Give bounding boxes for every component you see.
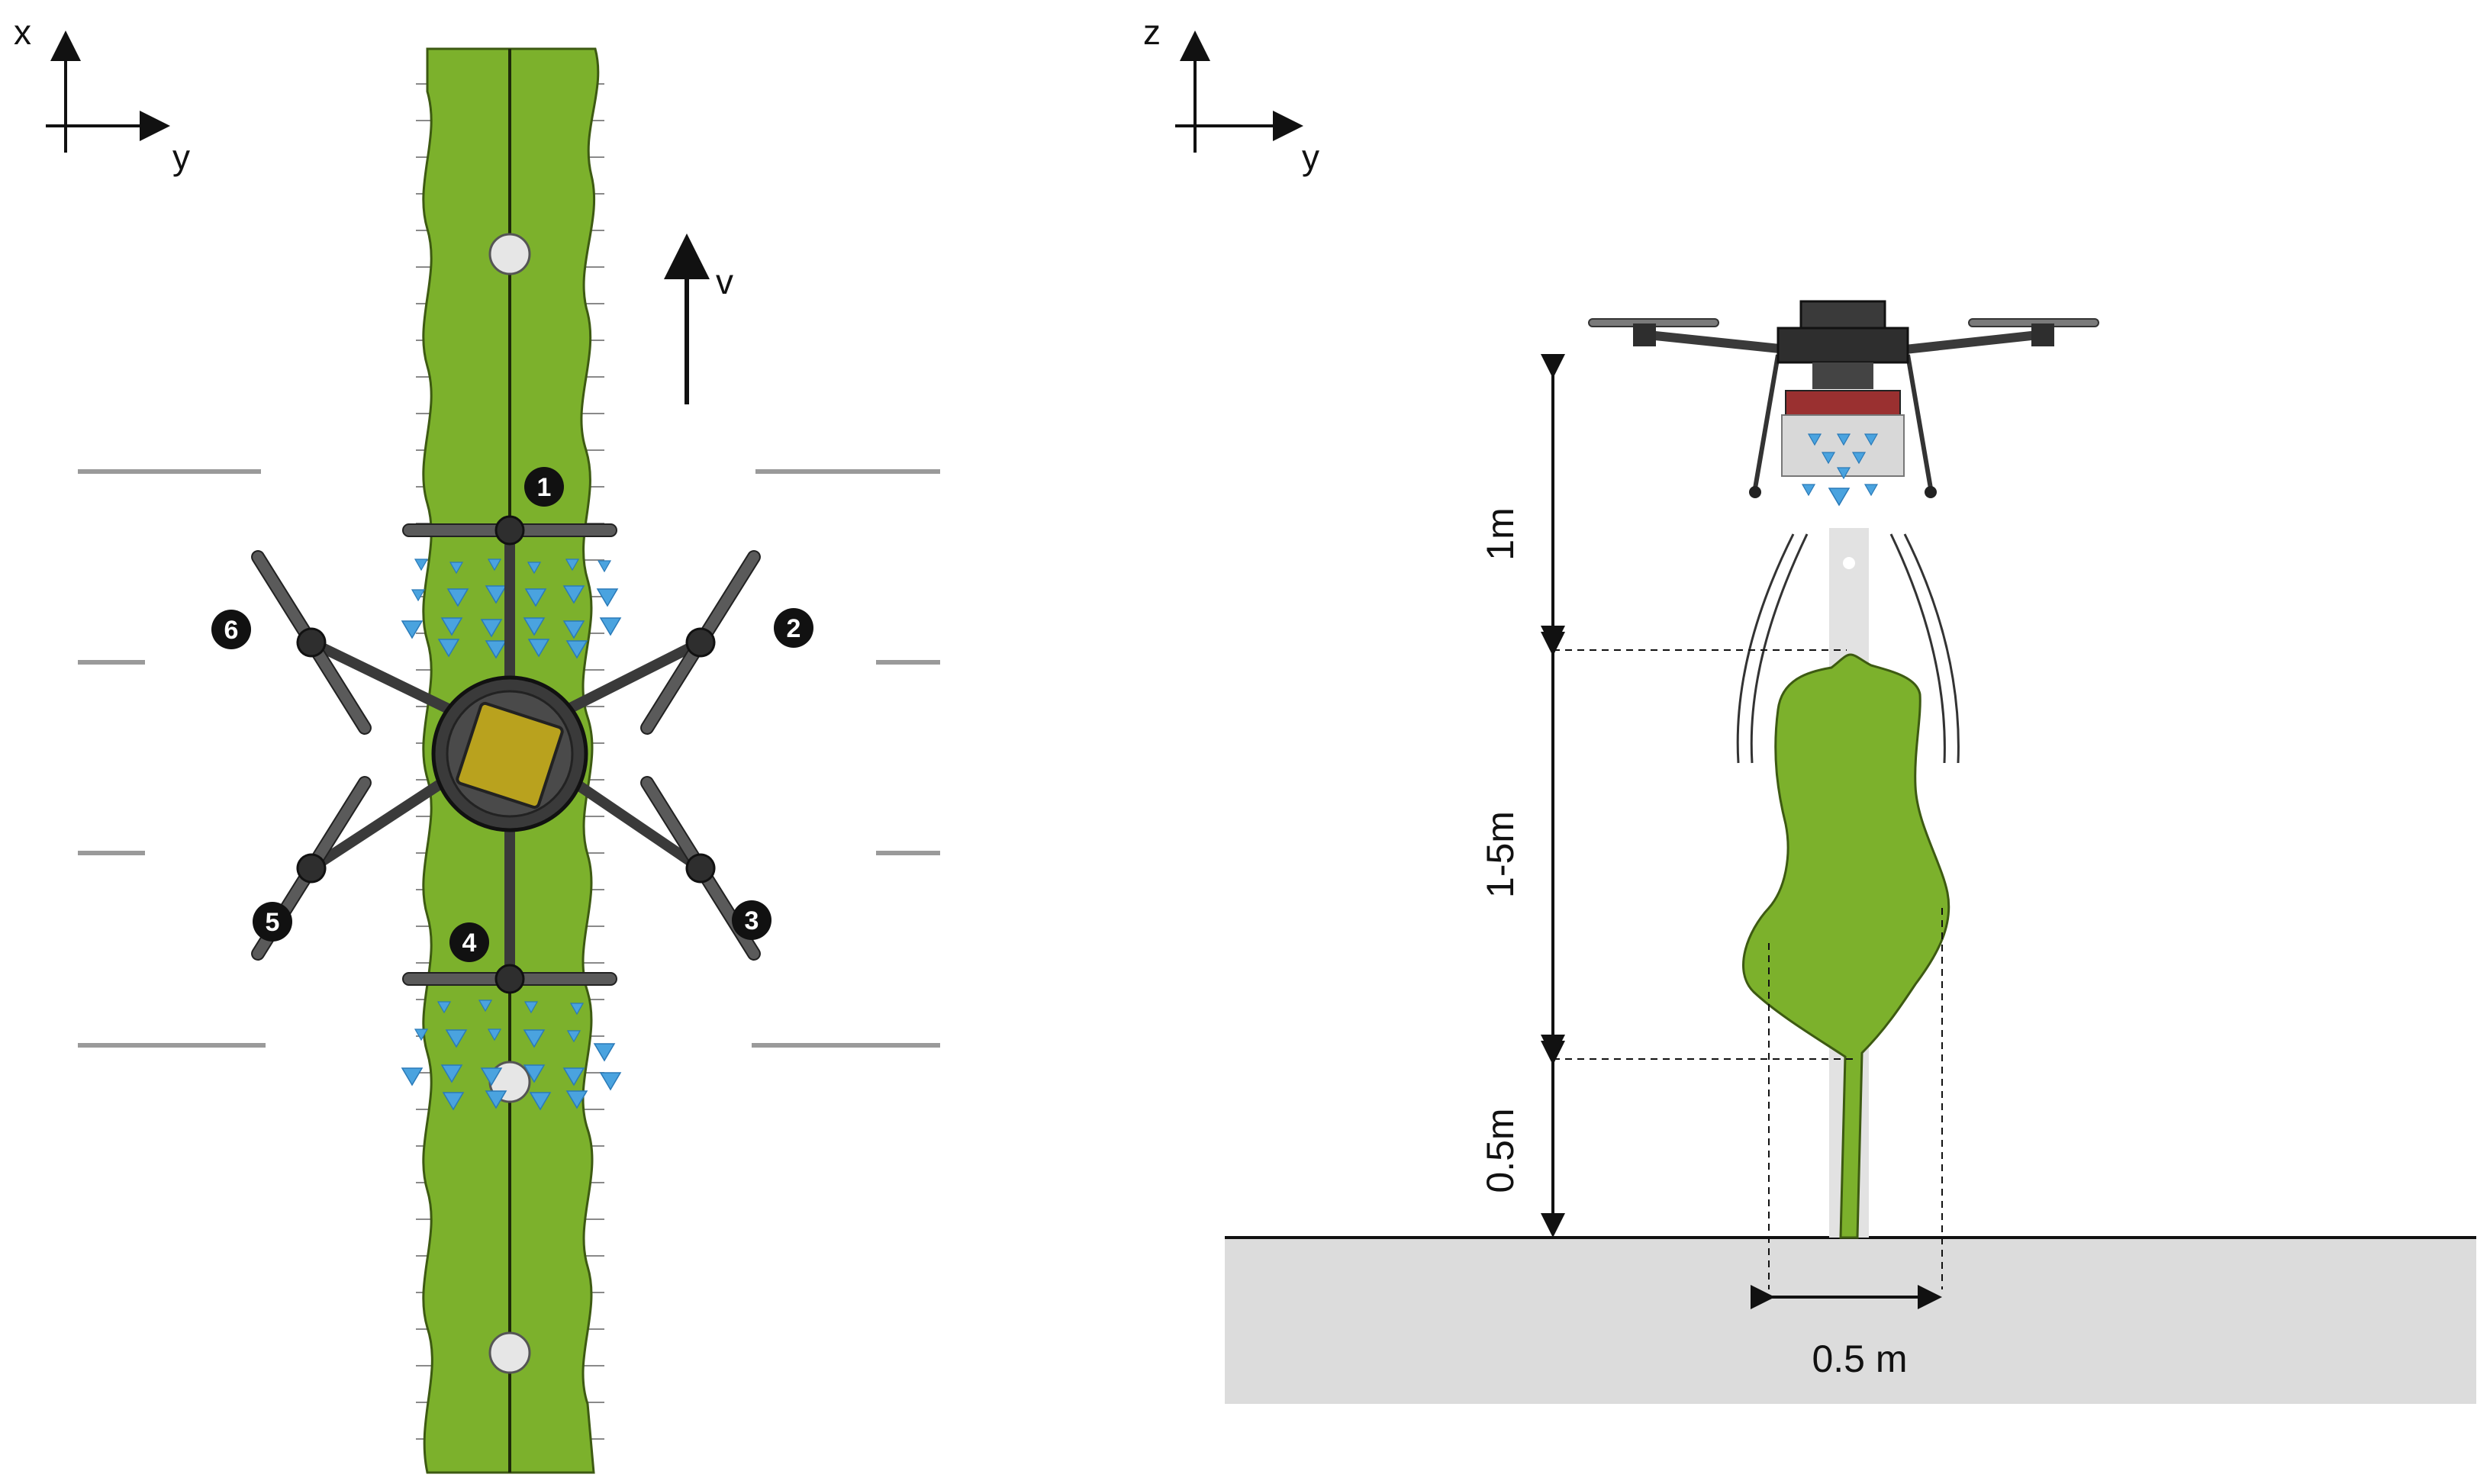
tree-trunk-marker (488, 1331, 531, 1374)
right-axis-y-label: y (1302, 137, 1319, 177)
spray-droplet-icon (401, 620, 423, 639)
right-side-view: z y 1m 1-5m (1143, 12, 2476, 1404)
payload-box (456, 701, 564, 810)
tree-canopy-side-view (1742, 653, 1950, 1239)
downwash-airflow-lines (1736, 533, 1960, 764)
svg-text:3: 3 (745, 906, 759, 935)
drone-hexacopter-icon (242, 515, 770, 994)
spray-tank-top (1785, 390, 1901, 416)
motor-badge-2: 2 (774, 608, 813, 648)
spray-droplet-icon (1802, 484, 1815, 496)
spray-droplet-icon (600, 617, 621, 636)
spray-droplet-icon (598, 560, 611, 572)
dimension-label-top-gap: 1m (1479, 507, 1522, 560)
spray-tank (1781, 414, 1905, 477)
motor-badge-1: 1 (524, 467, 564, 507)
left-axis-indicator: x y (14, 12, 190, 177)
dimension-label-trunk-height: 0.5m (1479, 1108, 1522, 1193)
pole-hole (1843, 557, 1855, 569)
dimension-label-canopy-width: 0.5 m (1812, 1338, 1907, 1380)
svg-text:6: 6 (224, 616, 239, 645)
spray-droplet-icon (411, 589, 425, 601)
right-axis-indicator: z y (1143, 12, 1319, 177)
dimension-label-canopy-height: 1-5m (1479, 811, 1522, 898)
right-axis-z-label: z (1143, 12, 1161, 52)
spray-droplet-icon (414, 559, 428, 571)
motor-number-badges: 1 2 3 4 5 6 (211, 467, 813, 962)
svg-text:1: 1 (537, 473, 552, 502)
tree-trunk-marker (488, 233, 531, 275)
velocity-indicator: v (664, 233, 733, 404)
left-axis-y-label: y (172, 137, 190, 177)
spray-droplet-icon (594, 1043, 615, 1061)
ground (1225, 1238, 2476, 1404)
motor-badge-3: 3 (732, 900, 771, 940)
motor-badge-4: 4 (449, 922, 489, 962)
spray-droplet-icon (1828, 488, 1850, 506)
neighbour-rows (78, 469, 940, 1048)
spray-droplet-icon (600, 1072, 621, 1090)
svg-text:5: 5 (266, 908, 280, 937)
motor-badge-5: 5 (253, 902, 292, 942)
svg-text:4: 4 (462, 929, 477, 958)
drone-side-icon (1588, 300, 2099, 498)
svg-text:2: 2 (787, 614, 801, 643)
left-top-view: x y v (14, 12, 940, 1474)
left-axis-x-label: x (14, 12, 31, 52)
spray-droplet-icon (401, 1067, 423, 1086)
spray-droplet-icon (1864, 484, 1878, 496)
velocity-label: v (716, 262, 733, 301)
dimension-guide-lines (1553, 649, 1943, 1289)
motor-badge-6: 6 (211, 610, 251, 649)
